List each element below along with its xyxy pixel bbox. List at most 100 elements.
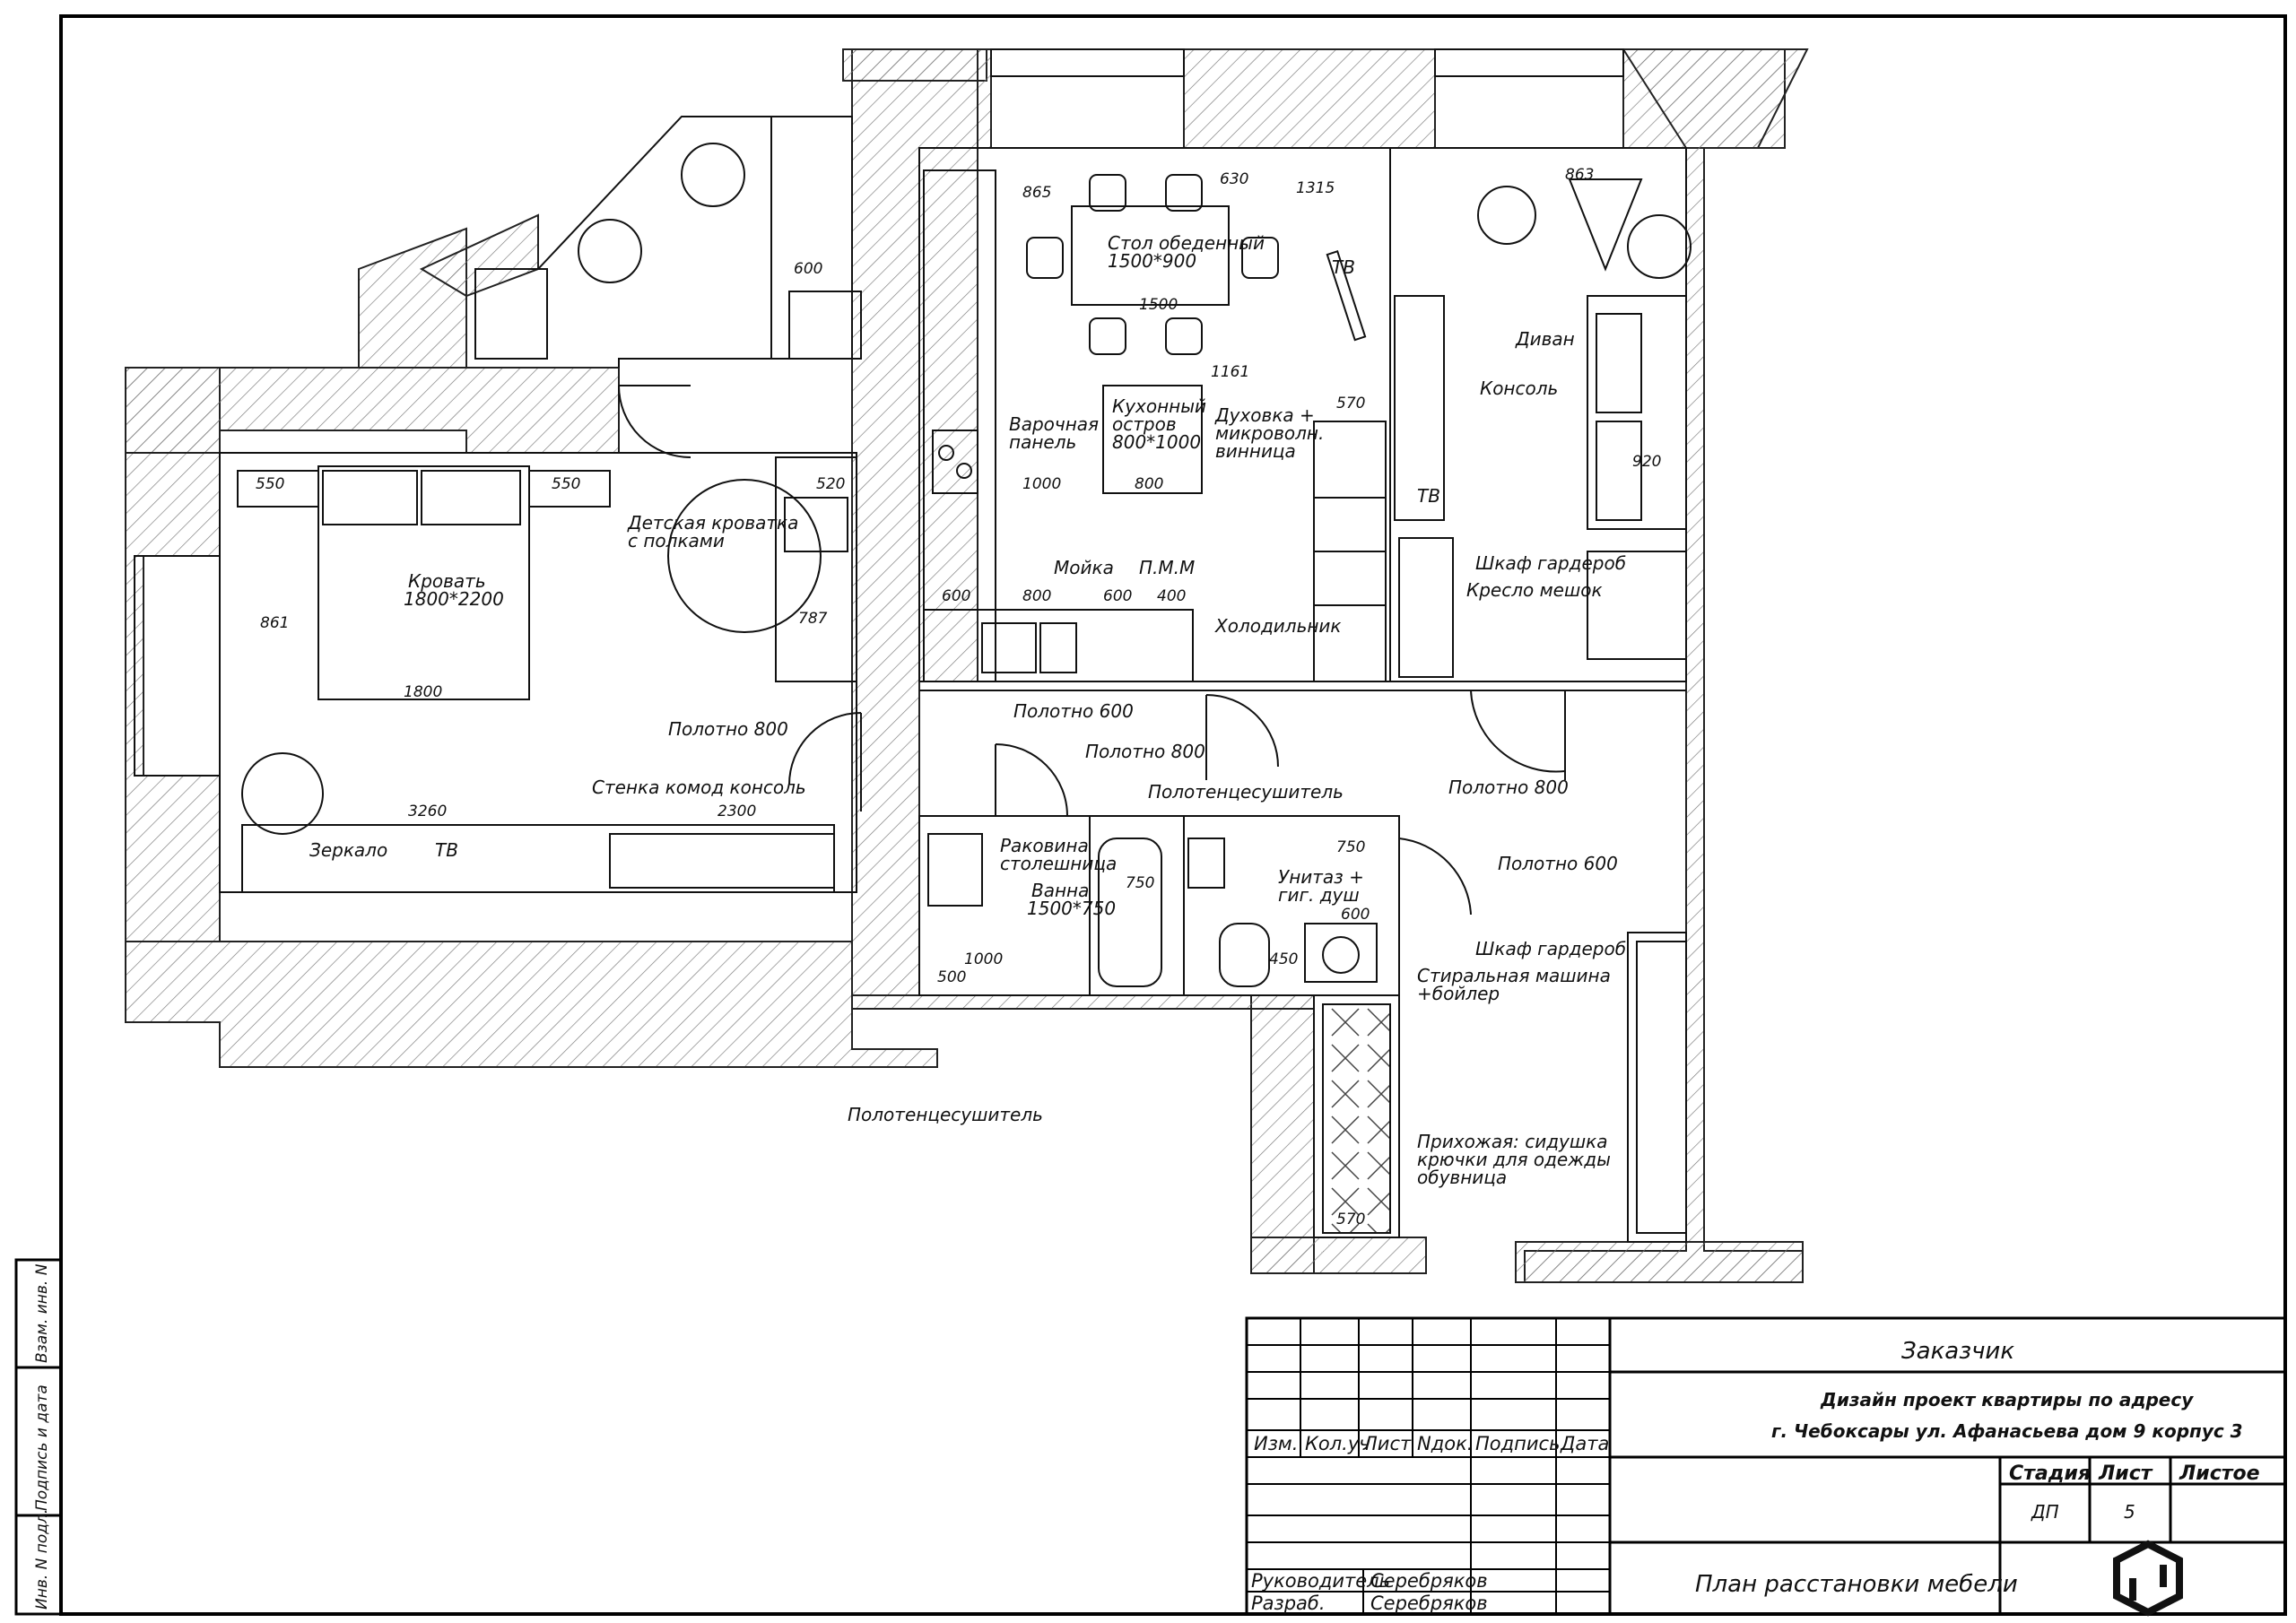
dim: 920 bbox=[1632, 453, 1661, 471]
label-washer-2: +бойлер bbox=[1417, 983, 1500, 1004]
name-supervisor: Серебряков bbox=[1370, 1570, 1488, 1592]
dim: 3260 bbox=[408, 803, 447, 820]
dim: 400 bbox=[1157, 587, 1186, 605]
left-strip-1: Инв. N подл. bbox=[33, 1509, 51, 1610]
left-strip-2: Подпись и дата bbox=[33, 1384, 51, 1511]
dim: 450 bbox=[1269, 950, 1298, 968]
label-tv-kitchen: ТВ bbox=[1332, 256, 1355, 278]
kitchen-island bbox=[1102, 385, 1203, 494]
dim: 863 bbox=[1565, 166, 1594, 184]
dim: 600 bbox=[794, 260, 822, 278]
rev-header-kolvo: Кол.уч bbox=[1305, 1433, 1370, 1454]
label-fridge: Холодильник bbox=[1214, 615, 1342, 637]
sofa bbox=[1587, 295, 1687, 530]
label-dining-table: Стол обеденный bbox=[1108, 232, 1265, 254]
label-bed: Кровать bbox=[408, 570, 486, 592]
dimensions: 865 630 1315 1500 1161 1000 800 570 600 … bbox=[256, 166, 1661, 1228]
dim: 1800 bbox=[404, 683, 442, 701]
sheets-header: Листое bbox=[2179, 1462, 2260, 1485]
dim: 865 bbox=[1022, 184, 1051, 202]
label-hallway: Прихожая: сидушка bbox=[1417, 1131, 1608, 1152]
label-island: Кухонный bbox=[1112, 395, 1206, 417]
label-toilet-2: гиг. душ bbox=[1278, 884, 1360, 906]
label-hallway-2: крючки для одежды bbox=[1417, 1149, 1611, 1170]
dim: 630 bbox=[1220, 170, 1248, 188]
label-island-3: 800*1000 bbox=[1112, 431, 1201, 453]
dim: 750 bbox=[1336, 838, 1365, 856]
dim: 1000 bbox=[964, 950, 1003, 968]
sheet-frame bbox=[59, 14, 2287, 1616]
label-bathtub-size: 1500*750 bbox=[1027, 898, 1116, 919]
label-tv-bedroom: ТВ bbox=[435, 839, 458, 861]
label-door-800-kitchen: Полотно 800 bbox=[1085, 741, 1205, 762]
label-tv-living: ТВ bbox=[1417, 485, 1440, 507]
label-crib: Детская кроватка bbox=[627, 512, 798, 534]
label-sofa: Диван bbox=[1515, 328, 1575, 350]
sd-logo-icon bbox=[2113, 1540, 2183, 1617]
label-bath-sink-2: столешница bbox=[1000, 853, 1117, 874]
sheet-value: 5 bbox=[2124, 1501, 2135, 1523]
label-wall-unit: Стенка комод консоль bbox=[592, 777, 806, 798]
label-towel-heater-2: Полотенцесушитель bbox=[848, 1104, 1043, 1125]
label-bath-sink: Раковина bbox=[1000, 835, 1089, 856]
room-labels: Стол обеденный 1500*900 ТВ Варочная пане… bbox=[309, 232, 1626, 1188]
dim: 550 bbox=[552, 475, 580, 493]
role-supervisor: Руководитель bbox=[1251, 1570, 1390, 1592]
label-washer: Стиральная машина bbox=[1417, 965, 1611, 986]
bed bbox=[317, 465, 530, 700]
label-door-600-bath: Полотно 600 bbox=[1013, 700, 1134, 722]
label-hob-2: панель bbox=[1009, 431, 1076, 453]
dim: 2300 bbox=[718, 803, 756, 820]
dim: 600 bbox=[942, 587, 970, 605]
rev-header-ndok: Nдок. bbox=[1417, 1433, 1473, 1454]
sheet-header: Лист bbox=[2098, 1462, 2153, 1485]
label-crib-2: с полками bbox=[628, 530, 725, 551]
label-door-600-wc: Полотно 600 bbox=[1498, 853, 1618, 874]
dim: 500 bbox=[937, 968, 966, 986]
dim: 861 bbox=[260, 614, 289, 632]
label-door-800-living: Полотно 800 bbox=[1448, 777, 1569, 798]
walls bbox=[125, 48, 1809, 1283]
title-block bbox=[14, 1258, 2287, 1616]
dim: 787 bbox=[798, 610, 828, 628]
label-beanbag: Кресло мешок bbox=[1466, 579, 1603, 601]
label-bed-size: 1800*2200 bbox=[404, 588, 504, 610]
label-toilet: Унитаз + bbox=[1278, 866, 1364, 888]
label-bathtub: Ванна bbox=[1031, 880, 1089, 901]
dim: 570 bbox=[1336, 395, 1365, 412]
label-oven: Духовка + bbox=[1214, 404, 1315, 426]
rev-header-list: Лист bbox=[1362, 1433, 1412, 1454]
dim: 600 bbox=[1103, 587, 1132, 605]
dim: 1315 bbox=[1296, 179, 1335, 197]
project-line-1: Дизайн проект квартиры по адресу bbox=[1820, 1389, 2194, 1410]
rev-header-izm: Изм. bbox=[1254, 1433, 1298, 1454]
dim: 550 bbox=[256, 475, 284, 493]
doors bbox=[618, 385, 1566, 924]
customer-label: Заказчик bbox=[1901, 1338, 2014, 1365]
label-wardrobe-living: Шкаф гардероб bbox=[1475, 552, 1626, 574]
role-developer: Разраб. bbox=[1251, 1593, 1326, 1614]
label-console: Консоль bbox=[1480, 378, 1558, 399]
dim: 750 bbox=[1126, 874, 1154, 892]
label-mirror: Зеркало bbox=[309, 839, 387, 861]
title-block-text: Изм. Кол.уч Лист Nдок. Подпись Дата Руко… bbox=[33, 1263, 2260, 1614]
furniture bbox=[237, 143, 1692, 1234]
label-wardrobe-hall: Шкаф гардероб bbox=[1475, 938, 1626, 959]
rev-header-signature: Подпись bbox=[1475, 1433, 1560, 1454]
dim: 1000 bbox=[1022, 475, 1061, 493]
project-line-2: г. Чебоксары ул. Афанасьева дом 9 корпус… bbox=[1771, 1420, 2243, 1442]
label-towel-heater-1: Полотенцесушитель bbox=[1148, 781, 1344, 803]
dim: 800 bbox=[1135, 475, 1163, 493]
dim: 570 bbox=[1336, 1211, 1365, 1228]
rev-header-date: Дата bbox=[1560, 1433, 1609, 1454]
dim: 600 bbox=[1341, 906, 1370, 924]
label-hob: Варочная bbox=[1009, 413, 1099, 435]
name-developer: Серебряков bbox=[1370, 1593, 1488, 1614]
dim: 1161 bbox=[1211, 363, 1249, 381]
label-oven-3: винница bbox=[1215, 440, 1296, 462]
label-island-2: остров bbox=[1112, 413, 1177, 435]
label-door-800-bedroom: Полотно 800 bbox=[668, 718, 788, 740]
label-hallway-3: обувница bbox=[1417, 1167, 1507, 1188]
dim: 1500 bbox=[1139, 296, 1178, 314]
